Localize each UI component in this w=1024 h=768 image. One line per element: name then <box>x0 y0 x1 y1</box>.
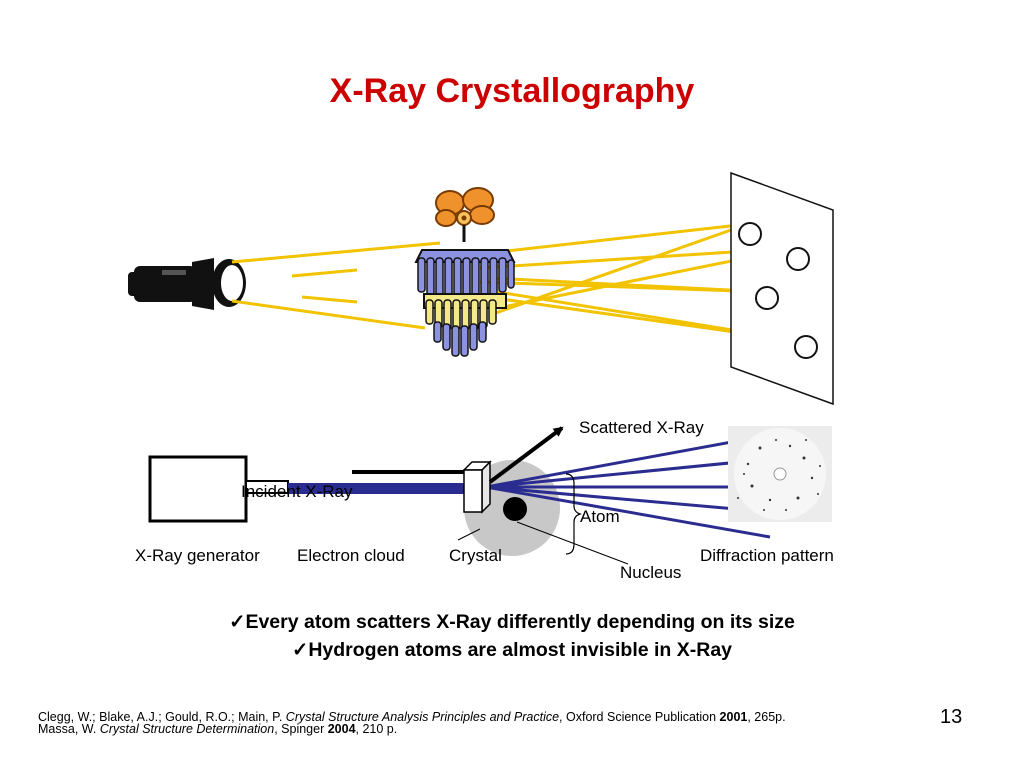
reference-item: Massa, W. Crystal Structure Determinatio… <box>38 722 398 736</box>
diffraction-spot <box>738 222 762 246</box>
flower-icon <box>435 187 495 227</box>
diffraction-pattern-image <box>728 426 832 522</box>
checkmark-icon: ✓ <box>291 639 309 661</box>
references: Clegg, W.; Blake, A.J.; Gould, R.O.; Mai… <box>38 710 786 736</box>
xray-generator-label: X-Ray generator <box>135 546 260 565</box>
scattered-beams <box>485 433 771 539</box>
bullet-list: ✓Every atom scatters X-Ray differently d… <box>0 608 1024 664</box>
diffraction-spot <box>794 335 818 359</box>
xray-generator-box <box>148 455 248 523</box>
scattered-arrow <box>488 426 564 484</box>
atom-label: Atom <box>580 507 620 526</box>
crystal-pointer <box>457 528 481 541</box>
slide-title: X-Ray Crystallography <box>329 72 695 110</box>
atom-brace <box>565 473 582 555</box>
diffraction-spot <box>786 247 810 271</box>
detector-screen <box>730 171 834 406</box>
electron-cloud-label: Electron cloud <box>297 546 405 565</box>
nucleus-label: Nucleus <box>620 563 682 582</box>
flashlight-icon <box>128 258 246 310</box>
diffraction-pattern-label: Diffraction pattern <box>700 546 834 565</box>
page-number: 13 <box>940 706 963 728</box>
incident-beam <box>288 483 468 494</box>
chandelier-icon <box>414 187 516 357</box>
bullet-item: ✓Hydrogen atoms are almost invisible in … <box>291 639 733 661</box>
checkmark-icon: ✓ <box>229 611 246 633</box>
bullet-item: ✓Every atom scatters X-Ray differently d… <box>229 611 795 633</box>
nucleus-dot <box>503 497 527 521</box>
diffraction-spot <box>755 286 779 310</box>
crystal-label: Crystal <box>449 546 502 565</box>
incident-xray-label: Incident X-Ray <box>241 482 353 501</box>
nucleus-pointer <box>516 521 629 565</box>
crystal-icon <box>462 460 492 514</box>
reference-item: Clegg, W.; Blake, A.J.; Gould, R.O.; Mai… <box>38 710 786 724</box>
scattered-xray-label: Scattered X-Ray <box>579 418 704 437</box>
incident-light-beams <box>231 241 441 330</box>
